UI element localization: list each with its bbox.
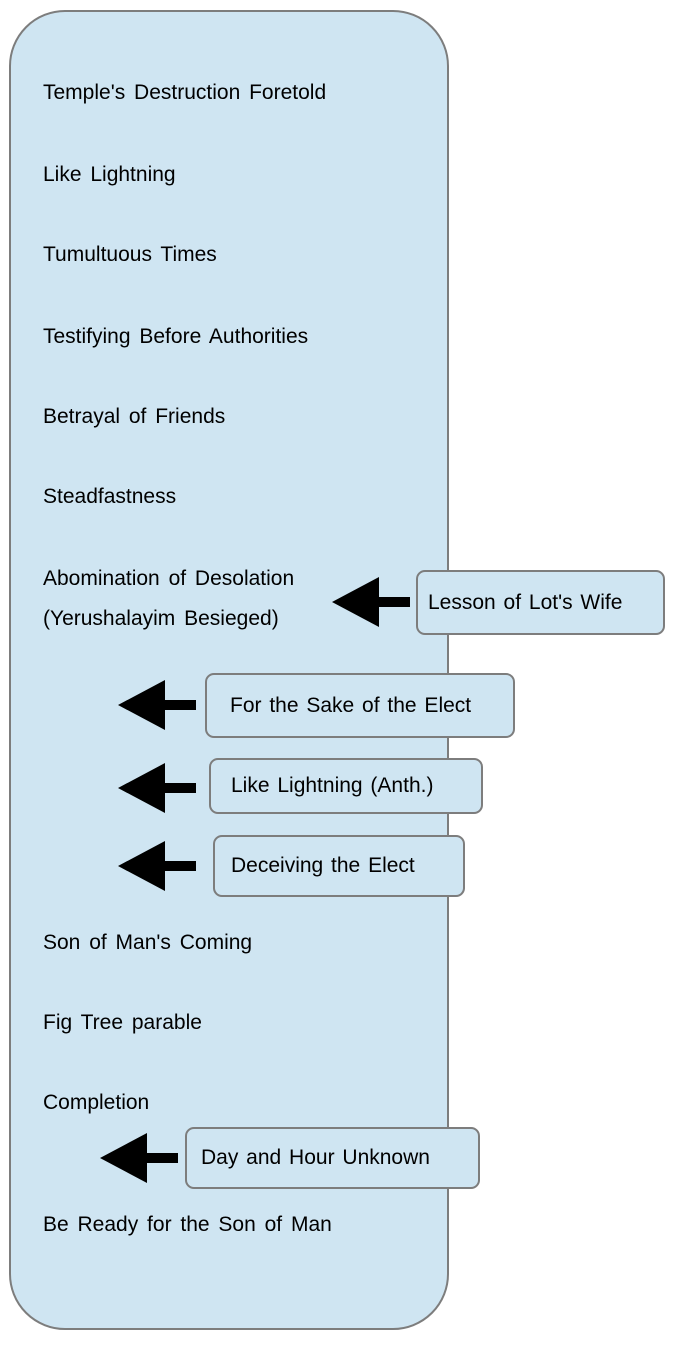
item-completion: Completion [43, 1091, 150, 1114]
arrow-left-icon [118, 763, 196, 813]
arrow-left-icon [118, 841, 196, 891]
item-like-lightning: Like Lightning [43, 163, 176, 186]
item-betrayal: Betrayal of Friends [43, 405, 226, 428]
arrow-left-icon [332, 577, 410, 627]
item-son-of-man: Son of Man's Coming [43, 931, 253, 954]
arrow-left-icon [118, 680, 196, 730]
arrow-left-icon [100, 1133, 178, 1183]
item-tumultuous-times: Tumultuous Times [43, 243, 217, 266]
item-temple-destruction: Temple's Destruction Foretold [43, 81, 327, 104]
item-yerushalayim: (Yerushalayim Besieged) [43, 607, 279, 630]
item-fig-tree: Fig Tree parable [43, 1011, 202, 1034]
item-be-ready: Be Ready for the Son of Man [43, 1213, 332, 1236]
item-abomination: Abomination of Desolation [43, 567, 295, 590]
callout-day-and-hour: Day and Hour Unknown [185, 1127, 480, 1189]
item-steadfastness: Steadfastness [43, 485, 177, 508]
callout-deceiving-elect: Deceiving the Elect [213, 835, 465, 897]
callout-lots-wife: Lesson of Lot's Wife [416, 570, 665, 635]
callout-sake-of-elect: For the Sake of the Elect [205, 673, 515, 738]
main-sequence-box [9, 10, 449, 1330]
item-testifying: Testifying Before Authorities [43, 325, 309, 348]
callout-like-lightning-anth: Like Lightning (Anth.) [209, 758, 483, 814]
